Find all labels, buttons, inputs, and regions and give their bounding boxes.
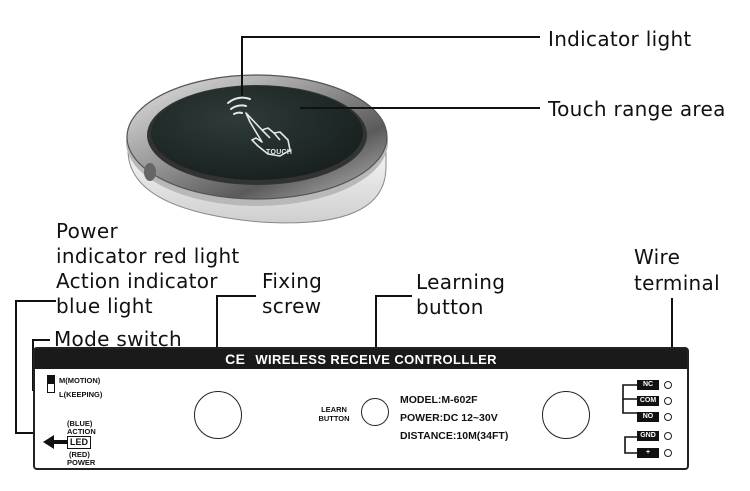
learn-label-1: LEARN bbox=[321, 405, 347, 414]
led-indicator: LED bbox=[67, 436, 91, 449]
label-action-indicator-1: Action indicator bbox=[56, 269, 218, 293]
label-fixing-screw-1: Fixing bbox=[262, 269, 323, 293]
arrow-left-icon bbox=[43, 435, 54, 449]
terminal-no: NO bbox=[637, 412, 659, 422]
learn-button[interactable] bbox=[361, 398, 389, 426]
wireless-signal-icon bbox=[227, 96, 251, 115]
fixing-screw-left bbox=[194, 391, 242, 439]
label-power-indicator-2: indicator red light bbox=[56, 244, 240, 268]
board-header: CE WIRELESS RECEIVE CONTROLLLER bbox=[35, 349, 687, 369]
terminal-dot-nc bbox=[664, 381, 672, 389]
spec-distance: DISTANCE:10M(34FT) bbox=[400, 430, 509, 442]
label-learning-button-1: Learning bbox=[416, 270, 506, 294]
label-touch-range-area: Touch range area bbox=[548, 97, 726, 121]
label-wire-terminal-1: Wire bbox=[634, 245, 681, 269]
label-fixing-screw-2: screw bbox=[262, 294, 322, 318]
indicator-light-leader bbox=[241, 36, 540, 96]
mode-l-label: L(KEEPING) bbox=[59, 390, 103, 399]
touch-label: TOUCH bbox=[266, 149, 293, 156]
mode-m-label: M(MOTION) bbox=[59, 376, 101, 385]
terminal-dot-com bbox=[664, 397, 672, 405]
action-label: ACTION bbox=[67, 427, 96, 436]
red-label: (RED) bbox=[69, 450, 90, 459]
controller-board: CE WIRELESS RECEIVE CONTROLLLER M(MOTION… bbox=[33, 347, 689, 470]
label-power-indicator-1: Power bbox=[56, 219, 118, 243]
terminal-dot-no bbox=[664, 413, 672, 421]
terminal-nc: NC bbox=[637, 380, 659, 390]
label-wire-terminal-2: terminal bbox=[634, 271, 720, 295]
touch-hand-icon bbox=[245, 112, 291, 157]
mode-switch[interactable] bbox=[47, 375, 55, 393]
side-port bbox=[144, 163, 156, 181]
terminal-dot-gnd bbox=[664, 432, 672, 440]
indicator-leader bbox=[15, 300, 56, 434]
terminal-gnd: GND bbox=[637, 431, 659, 441]
terminal-plus: + bbox=[637, 448, 659, 458]
touch-switch-device bbox=[126, 74, 388, 224]
label-learning-button-2: button bbox=[416, 295, 484, 319]
terminal-dot-plus bbox=[664, 449, 672, 457]
label-action-indicator-2: blue light bbox=[56, 294, 153, 318]
terminal-wiring bbox=[622, 384, 637, 454]
spec-power: POWER:DC 12~30V bbox=[400, 412, 498, 424]
fixing-screw-right bbox=[542, 391, 590, 439]
spec-model: MODEL:M-602F bbox=[400, 394, 478, 406]
arrow-shaft bbox=[53, 440, 67, 444]
power-label: POWER bbox=[67, 458, 96, 467]
label-indicator-light: Indicator light bbox=[548, 27, 692, 51]
learn-label-2: BUTTON bbox=[318, 414, 350, 423]
board-title: WIRELESS RECEIVE CONTROLLLER bbox=[255, 352, 497, 367]
ce-mark: CE bbox=[225, 351, 246, 367]
terminal-com: COM bbox=[637, 396, 659, 406]
blue-label: (BLUE) bbox=[67, 419, 93, 428]
